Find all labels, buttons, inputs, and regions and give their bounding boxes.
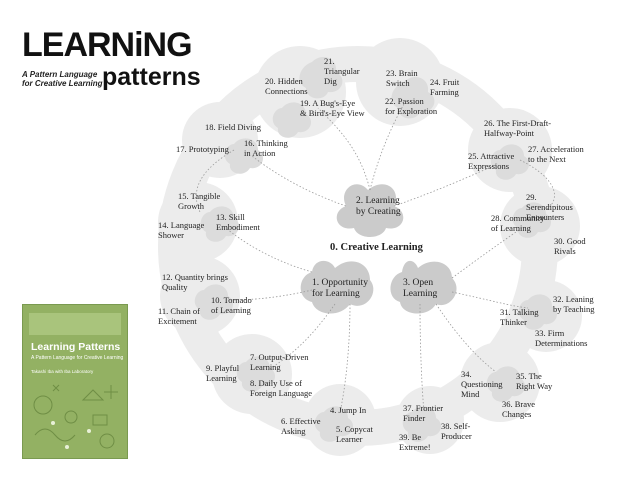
pattern-4: 4. Jump In bbox=[330, 405, 367, 415]
pattern-34: 34. Questioning Mind bbox=[461, 369, 503, 399]
connector-lines bbox=[196, 103, 555, 413]
pattern-33: 33. Firm Determinations bbox=[535, 328, 588, 348]
pattern-18: 18. Field Diving bbox=[205, 122, 261, 132]
logo-title: LEARNiNG bbox=[22, 26, 193, 64]
pattern-20: 20. Hidden Connections bbox=[265, 76, 308, 96]
pattern-25: 25. Attractive Expressions bbox=[468, 151, 515, 171]
pattern-0-creative-learning: 0. Creative Learning bbox=[330, 242, 423, 253]
book-title: Learning Patterns bbox=[31, 341, 121, 353]
pattern-26: 26. The First-Draft- Halfway-Point bbox=[484, 118, 552, 138]
pattern-16: 16. Thinking in Action bbox=[244, 138, 288, 158]
book-cover-art bbox=[23, 305, 127, 458]
core-lobes bbox=[300, 184, 457, 314]
pattern-8: 8. Daily Use of Foreign Language bbox=[250, 378, 313, 398]
pattern-9: 9. Playful Learning bbox=[206, 363, 240, 383]
pattern-35: 35. The Right Way bbox=[516, 371, 553, 391]
book-subtitle: A Pattern Language for Creative Learning bbox=[31, 355, 124, 361]
pattern-39: 39. Be Extreme! bbox=[399, 432, 431, 452]
pattern-24: 24. Fruit Farming bbox=[430, 77, 460, 97]
pattern-17: 17. Prototyping bbox=[176, 144, 229, 154]
pattern-22: 22. Passion for Exploration bbox=[385, 96, 438, 116]
pattern-38: 38. Self- Producer bbox=[441, 421, 472, 441]
book-author: Takashi Iba with Iba Laboratory bbox=[31, 369, 94, 374]
pattern-11: 11. Chain of Excitement bbox=[158, 306, 200, 326]
book-cover: Learning Patterns A Pattern Language for… bbox=[22, 304, 128, 459]
pattern-5: 5. Copycat Learner bbox=[336, 424, 373, 444]
pattern-19: 19. A Bug's-Eye & Bird's-Eye View bbox=[300, 98, 365, 118]
pattern-31: 31. Talking Thinker bbox=[500, 307, 539, 327]
logo-subtitle: A Pattern Language for Creative Learning bbox=[22, 70, 102, 88]
pattern-3: 3. Open Learning bbox=[403, 278, 438, 299]
pattern-10: 10. Tornado of Learning bbox=[211, 295, 252, 315]
logo-subtitle-line1: A Pattern Language bbox=[22, 70, 98, 79]
pattern-6: 6. Effective Asking bbox=[281, 416, 321, 436]
pattern-13: 13. Skill Embodiment bbox=[216, 212, 260, 232]
pattern-15: 15. Tangible Growth bbox=[178, 191, 221, 211]
pattern-21: 21. Triangular Dig bbox=[324, 56, 360, 86]
pattern-12: 12. Quantity brings Quality bbox=[162, 272, 228, 292]
pattern-27: 27. Acceleration to the Next bbox=[528, 144, 584, 164]
pattern-30: 30. Good Rivals bbox=[554, 236, 586, 256]
pattern-32: 32. Leaning by Teaching bbox=[553, 294, 595, 314]
pattern-28: 28. Community of Learning bbox=[491, 213, 545, 233]
pattern-1: 1. Opportunity for Learning bbox=[312, 278, 368, 299]
pattern-14: 14. Language Shower bbox=[158, 220, 205, 240]
logo-patterns-word: patterns bbox=[102, 63, 201, 91]
pattern-29: 29. Serendipitous Encounters bbox=[526, 192, 573, 222]
pattern-2: 2. Learning by Creating bbox=[356, 196, 401, 217]
pattern-36: 36. Brave Changes bbox=[502, 399, 536, 419]
pattern-petals bbox=[194, 57, 558, 442]
pattern-37: 37. Frontier Finder bbox=[403, 403, 444, 423]
pattern-23: 23. Brain Switch bbox=[386, 68, 418, 88]
pattern-7: 7. Output-Driven Learning bbox=[250, 352, 309, 372]
logo-subtitle-line2: for Creative Learning bbox=[22, 79, 103, 88]
